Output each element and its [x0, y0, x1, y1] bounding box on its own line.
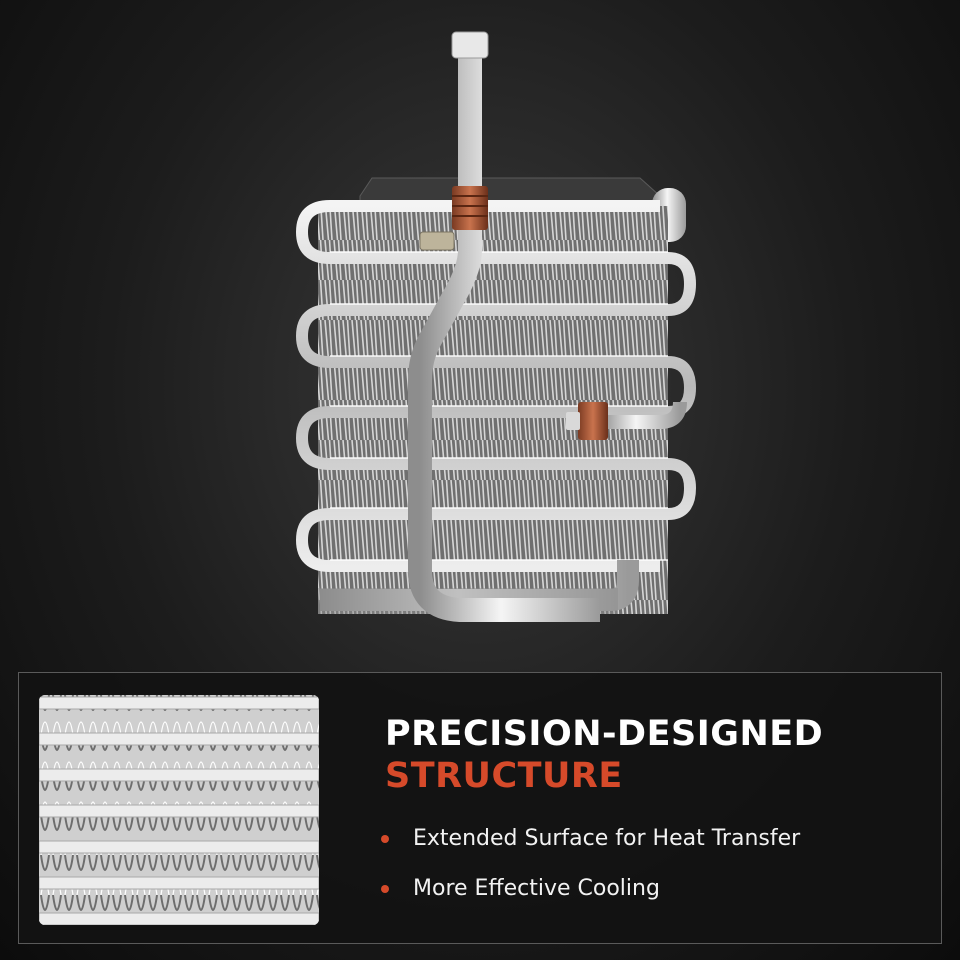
feature-list: Extended Surface for Heat Transfer More …	[381, 819, 800, 919]
bullet-icon	[381, 835, 389, 843]
page-title: PRECISION-DESIGNED STRUCTURE	[385, 713, 823, 797]
headline-line-1: PRECISION-DESIGNED	[385, 714, 824, 754]
evaporator-core-image	[296, 31, 696, 622]
headline-line-2: STRUCTURE	[385, 756, 623, 796]
list-item: Extended Surface for Heat Transfer	[381, 819, 800, 869]
feature-panel: PRECISION-DESIGNED STRUCTURE Extended Su…	[18, 672, 942, 944]
bullet-icon	[381, 885, 389, 893]
fin-closeup-image	[39, 695, 319, 925]
feature-text: Extended Surface for Heat Transfer	[413, 826, 801, 851]
fin-closeup-icon	[39, 695, 319, 925]
list-item: More Effective Cooling	[381, 869, 800, 919]
feature-text: More Effective Cooling	[413, 876, 660, 901]
